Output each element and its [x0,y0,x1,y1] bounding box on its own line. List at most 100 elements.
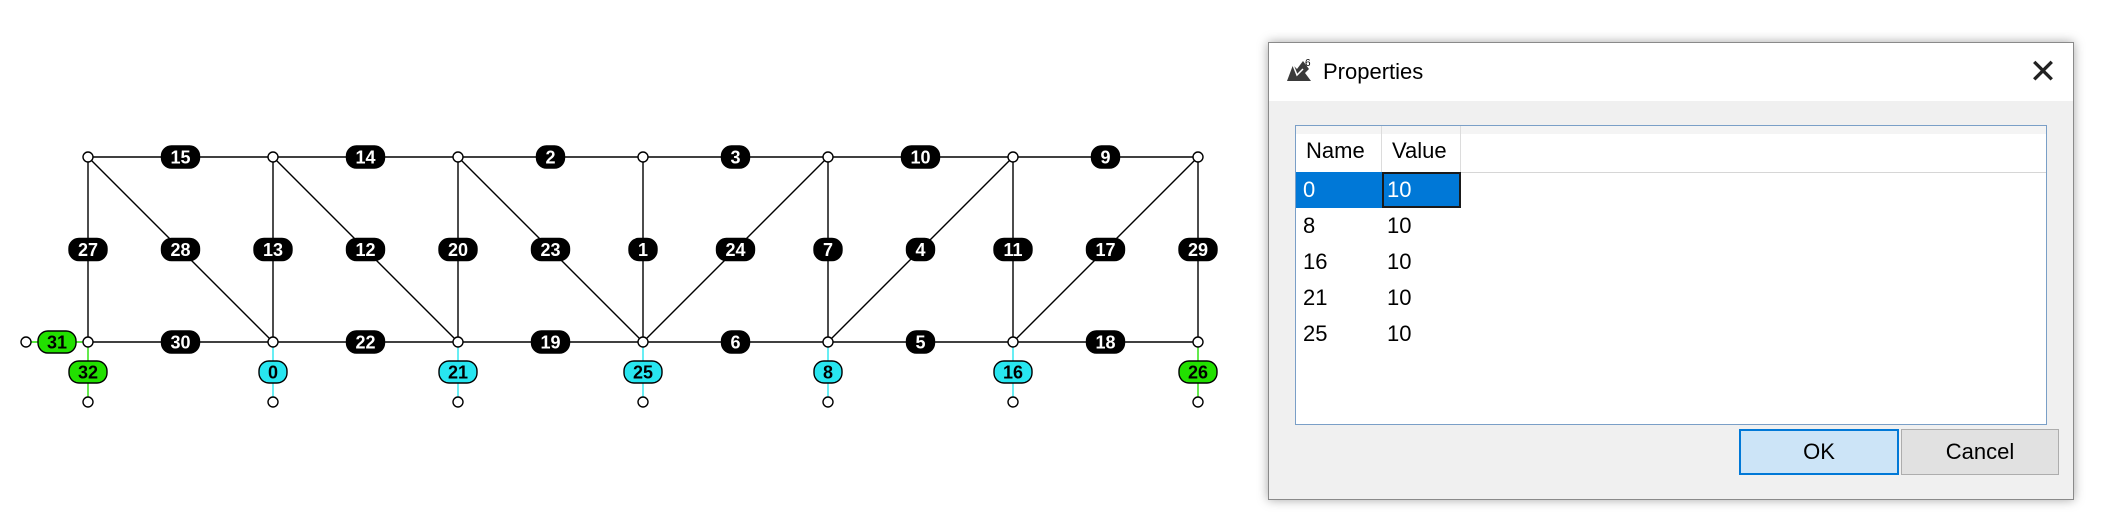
member-label[interactable]: 23 [530,237,571,262]
label-text: 22 [355,333,375,353]
member-label[interactable]: 3 [720,145,751,169]
label-text: 9 [1100,148,1110,168]
label-pill [900,145,941,169]
row-value-cell[interactable]: 10 [1382,172,1461,208]
label-pill [345,330,386,354]
truss-node[interactable] [452,336,464,348]
label-pill [530,237,571,262]
row-value-cell[interactable]: 10 [1387,249,1412,274]
truss-node[interactable] [82,151,94,163]
member-label[interactable]: 22 [345,330,386,354]
support-label[interactable]: 25 [623,360,663,384]
member-label[interactable]: 24 [715,237,756,262]
column-header-name[interactable]: Name [1296,126,1382,172]
row-name-cell[interactable]: 16 [1303,249,1328,274]
label-pill [1178,237,1218,262]
row-name-cell[interactable]: 0 [1296,172,1382,208]
label-text: 24 [725,240,745,260]
truss-node[interactable] [1192,336,1204,348]
member-label[interactable]: 6 [720,330,751,354]
grid-row[interactable]: 16 10 [1296,244,2046,280]
close-button[interactable]: ✕ [2013,43,2073,101]
support-label[interactable]: 16 [993,360,1033,384]
truss-node[interactable] [1007,151,1019,163]
row-name-cell[interactable]: 21 [1303,285,1328,310]
truss-node[interactable] [267,336,279,348]
member-label[interactable]: 11 [993,237,1033,262]
row-value-cell[interactable]: 10 [1387,213,1412,238]
member-label[interactable]: 13 [253,237,293,262]
member-label[interactable]: 28 [160,237,201,262]
truss-node[interactable] [1192,151,1204,163]
cancel-button[interactable]: Cancel [1901,429,2059,475]
truss-node[interactable] [1007,336,1019,348]
member-label[interactable]: 4 [905,237,936,262]
ok-button[interactable]: OK [1739,429,1899,475]
properties-grid[interactable]: Name Value 0 10 8 10 16 10 21 10 25 10 [1295,125,2047,425]
row-name-cell[interactable]: 8 [1303,213,1316,238]
truss-node[interactable] [452,151,464,163]
grid-row[interactable]: 21 10 [1296,280,2046,316]
support-label[interactable]: 0 [258,360,288,384]
member-label[interactable]: 17 [1085,237,1126,262]
member-label[interactable]: 2 [535,145,566,169]
support-label[interactable]: 26 [1178,360,1218,384]
truss-node[interactable] [822,151,834,163]
truss-node[interactable] [452,396,464,408]
member-label[interactable]: 5 [905,330,936,354]
column-header-value[interactable]: Value [1382,126,1461,172]
support-label[interactable]: 32 [68,360,108,384]
member-label[interactable]: 14 [345,145,386,169]
label-text: 16 [1003,363,1023,383]
truss-node[interactable] [1007,396,1019,408]
support-label[interactable]: 31 [37,330,77,354]
truss-node[interactable] [637,336,649,348]
truss-node[interactable] [267,396,279,408]
label-text: 15 [170,148,190,168]
grid-row[interactable]: 8 10 [1296,208,2046,244]
member-label[interactable]: 18 [1085,330,1126,354]
label-pill [720,145,751,169]
truss-node[interactable] [637,151,649,163]
truss-node[interactable] [82,396,94,408]
truss-node[interactable] [267,151,279,163]
label-text: 30 [170,333,190,353]
label-text: 27 [78,240,98,260]
member-label[interactable]: 10 [900,145,941,169]
label-text: 10 [910,148,930,168]
row-value-cell[interactable]: 10 [1387,321,1412,346]
truss-node[interactable] [20,336,32,348]
truss-node[interactable] [82,336,94,348]
row-name-cell[interactable]: 25 [1303,321,1328,346]
member-label[interactable]: 12 [345,237,386,262]
member-label[interactable]: 7 [813,237,843,262]
member-label[interactable]: 27 [68,237,108,262]
truss-node[interactable] [637,396,649,408]
support-label[interactable]: 8 [813,360,843,384]
member-label[interactable]: 19 [530,330,571,354]
label-text: 13 [263,240,283,260]
grid-row[interactable]: 25 10 [1296,316,2046,352]
member-label[interactable]: 20 [438,237,478,262]
dialog-titlebar[interactable]: 6 Properties ✕ [1269,43,2073,101]
truss-node[interactable] [1192,396,1204,408]
member-label[interactable]: 29 [1178,237,1218,262]
support-label[interactable]: 21 [438,360,478,384]
label-pill [438,360,478,384]
member-label[interactable]: 9 [1090,145,1121,169]
member-label[interactable]: 1 [628,237,658,262]
label-text: 17 [1095,240,1115,260]
truss-node[interactable] [822,336,834,348]
label-pill [905,237,936,262]
grid-row[interactable]: 0 10 [1296,172,2046,208]
label-pill [1090,145,1121,169]
member-label[interactable]: 15 [160,145,201,169]
row-value-cell[interactable]: 10 [1387,285,1412,310]
truss-node[interactable] [822,396,834,408]
member-label[interactable]: 30 [160,330,201,354]
label-pill [345,237,386,262]
properties-dialog: 6 Properties ✕ Name Value 0 10 8 10 16 1… [1268,42,2074,500]
label-text: 20 [448,240,468,260]
label-text: 23 [540,240,560,260]
